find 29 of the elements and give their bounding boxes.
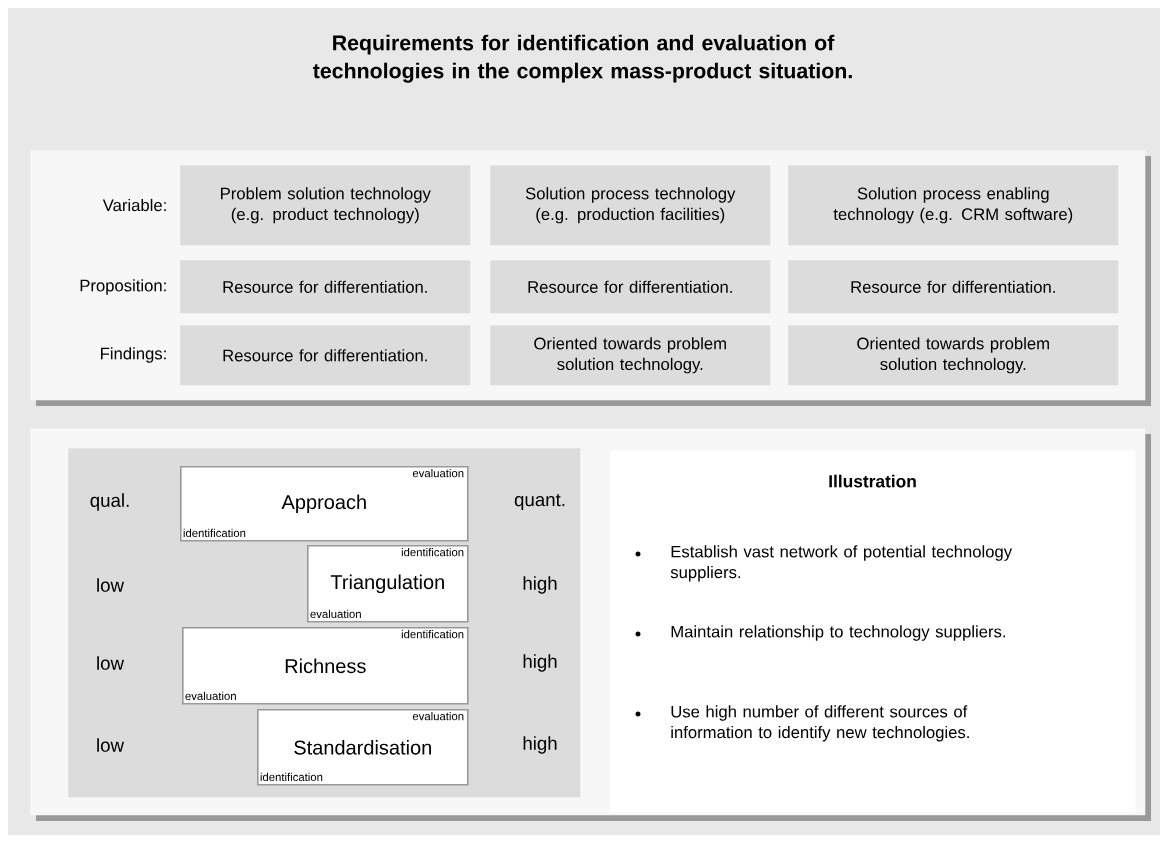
title: Requirements for identification and evaluation of technologies in the complex mass-product situation.	[313, 34, 852, 83]
table-cell: Oriented towards problem solution technology.	[490, 325, 771, 386]
table-cell: Solution process technology (e.g. production facilities)	[490, 165, 771, 246]
scale-label: high	[523, 736, 557, 754]
table-cell: Resource for differentiation.	[180, 260, 471, 314]
method-box: identification Triangulation evaluation	[307, 545, 469, 623]
scale-label: low	[97, 738, 125, 752]
table-cell: Resource for differentiation.	[788, 260, 1119, 314]
table-cell: Resource for differentiation.	[180, 325, 471, 386]
method-box: evaluation Approach identification	[180, 466, 469, 542]
row-label: Findings:	[101, 347, 166, 363]
table-cell: Solution process enabling technology (e.g. CRM software)	[788, 165, 1119, 246]
scale-label: high	[523, 654, 557, 672]
scale-label: high	[523, 576, 557, 594]
scale-label: low	[97, 578, 125, 592]
heading: Illustration	[829, 474, 916, 488]
table-cell: Resource for differentiation.	[490, 260, 771, 314]
scale-label: qual.	[90, 493, 129, 511]
bullet-text: Use high number of different sources of information to identify new technologies.	[671, 705, 969, 742]
scale-label: low	[97, 656, 125, 670]
table-cell: Oriented towards problem solution technology.	[788, 325, 1119, 386]
bullet-text: Establish vast network of potential technology suppliers.	[670, 545, 1013, 582]
method-box: identification Richness evaluation	[182, 627, 469, 705]
row-label: Proposition:	[80, 279, 166, 295]
method-box: evaluation Standardisation identification	[257, 709, 469, 786]
bullet-text: Maintain relationship to technology suppliers.	[671, 625, 1005, 641]
scale-label: quant.	[514, 494, 565, 510]
illustration-box	[610, 450, 1136, 813]
table-cell: Problem solution technology (e.g. product technology)	[180, 165, 471, 246]
